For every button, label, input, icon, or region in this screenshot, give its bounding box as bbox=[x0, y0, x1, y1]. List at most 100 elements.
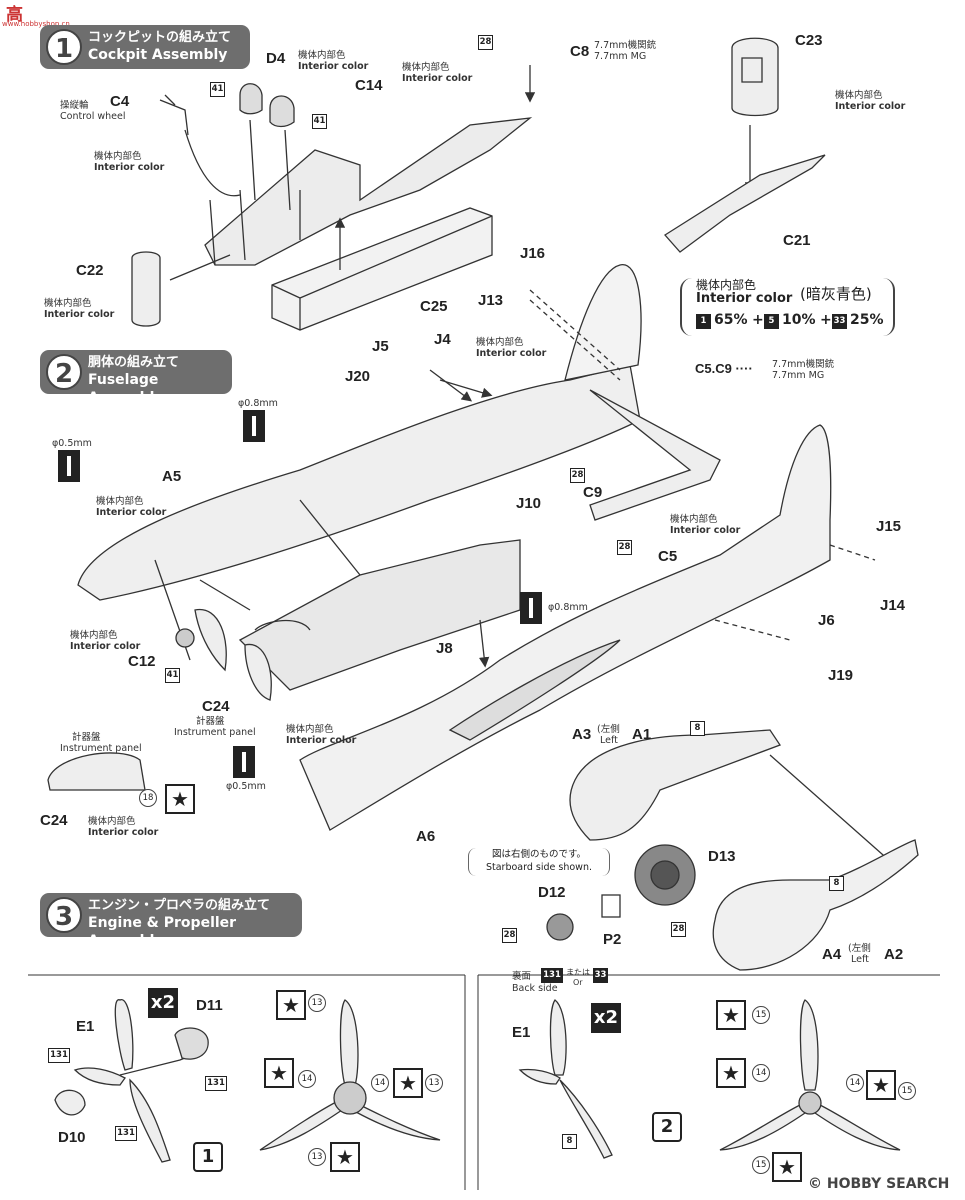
code-8-a: 8 bbox=[690, 721, 705, 736]
part-label-c9: C9 bbox=[583, 484, 603, 501]
step-2-title-en: Fuselage Assembly bbox=[88, 372, 164, 406]
variant-2-number: 2 bbox=[660, 1116, 674, 1137]
interior-note-6-jp: 機体内部色 bbox=[476, 337, 524, 348]
part-label-d4: D4 bbox=[266, 50, 286, 67]
mix-plus-1: + bbox=[752, 312, 764, 328]
decal-13-c: 13 bbox=[308, 1148, 326, 1166]
part-label-p2: P2 bbox=[603, 931, 622, 948]
code-131-a: 131 bbox=[48, 1048, 70, 1063]
part-label-j15: J15 bbox=[876, 518, 902, 535]
watermark: © HOBBY SEARCH bbox=[808, 1176, 950, 1192]
star-mark-g: ★ bbox=[716, 1058, 746, 1088]
decal-14-c: 14 bbox=[752, 1064, 770, 1082]
step-1-title-jp: コックピットの組み立て bbox=[88, 30, 232, 45]
part-label-c24-a: C24 bbox=[202, 698, 230, 715]
step-3-number: 3 bbox=[46, 897, 82, 933]
part-label-a6: A6 bbox=[416, 828, 436, 845]
part-label-j10: J10 bbox=[516, 495, 542, 512]
control-wheel-jp: 操縦輪 bbox=[60, 100, 89, 111]
interior-note-9-en: Interior color bbox=[70, 641, 141, 652]
part-label-c25: C25 bbox=[420, 298, 448, 315]
quantity-x2-b: x2 bbox=[591, 1003, 621, 1033]
step-1-banner: 1 コックピットの組み立て Cockpit Assembly bbox=[40, 25, 250, 69]
interior-note-3-jp: 機体内部色 bbox=[402, 62, 450, 73]
step-1-number: 1 bbox=[46, 29, 82, 65]
mix-code-1: 1 bbox=[696, 314, 711, 329]
interior-note-8-en: Interior color bbox=[670, 525, 741, 536]
part-label-c5: C5 bbox=[658, 548, 678, 565]
mix-color-name: (暗灰青色) bbox=[800, 285, 872, 303]
star-mark-b: ★ bbox=[276, 990, 306, 1020]
drill-icon-b bbox=[58, 450, 80, 482]
part-label-j13: J13 bbox=[478, 292, 504, 309]
code-28-c: 28 bbox=[617, 540, 632, 555]
interior-note-2-jp: 機体内部色 bbox=[298, 50, 346, 61]
star-mark-d: ★ bbox=[393, 1068, 423, 1098]
back-side-jp: 裏面 bbox=[512, 971, 532, 982]
part-label-e1-b: E1 bbox=[512, 1024, 531, 1041]
interior-color-mix-box: 機体内部色 Interior color (暗灰青色) 1 65% + 5 10… bbox=[680, 278, 895, 336]
code-33: 33 bbox=[593, 968, 608, 983]
code-131-c: 131 bbox=[115, 1126, 137, 1141]
interior-note-11-jp: 機体内部色 bbox=[88, 816, 136, 827]
part-label-e1-a: E1 bbox=[76, 1018, 95, 1035]
part-label-d13: D13 bbox=[708, 848, 736, 865]
star-mark-i: ★ bbox=[772, 1152, 802, 1182]
site-logo-url: www.hobbyshop.cn bbox=[2, 20, 70, 28]
code-131-b: 131 bbox=[205, 1076, 227, 1091]
part-label-c22: C22 bbox=[76, 262, 104, 279]
drill-icon-c bbox=[520, 592, 542, 624]
drill-note-05-b: φ0.5mm bbox=[226, 781, 266, 792]
step-2-title-jp: 胴体の組み立て bbox=[88, 355, 180, 370]
mix-pct-33: 25% bbox=[850, 312, 884, 328]
part-label-j5: J5 bbox=[372, 338, 389, 355]
part-label-j14: J14 bbox=[880, 597, 906, 614]
back-side-en: Back side bbox=[512, 983, 558, 994]
mix-plus-2: + bbox=[820, 312, 832, 328]
part-label-c4: C4 bbox=[110, 93, 130, 110]
step-3-banner: 3 エンジン・プロペラの組み立て Engine & Propeller Asse… bbox=[40, 893, 302, 949]
code-8-b: 8 bbox=[829, 876, 844, 891]
starboard-note-jp: 図は右側のものです。 bbox=[491, 849, 587, 860]
interior-note-4-jp: 機体内部色 bbox=[835, 90, 883, 101]
interior-note-4-en: Interior color bbox=[835, 101, 906, 112]
mix-title-en: Interior color bbox=[696, 291, 793, 306]
part-label-j16: J16 bbox=[520, 245, 546, 262]
or-en: Or bbox=[573, 978, 583, 987]
instrument-note-1-jp: 計器盤 bbox=[72, 732, 101, 743]
star-mark-f: ★ bbox=[716, 1000, 746, 1030]
drill-icon-d bbox=[233, 746, 255, 778]
a3-left-en: Left bbox=[600, 735, 618, 746]
part-label-d11: D11 bbox=[196, 997, 223, 1014]
variant-2-badge: 2 bbox=[652, 1112, 682, 1142]
star-mark-h: ★ bbox=[866, 1070, 896, 1100]
part-label-j8: J8 bbox=[436, 640, 453, 657]
interior-note-9-jp: 機体内部色 bbox=[70, 630, 118, 641]
control-wheel-en: Control wheel bbox=[60, 111, 126, 122]
site-logo-text: 高 bbox=[6, 5, 23, 25]
star-mark-e: ★ bbox=[330, 1142, 360, 1172]
part-label-c14: C14 bbox=[355, 77, 383, 94]
interior-note-2-en: Interior color bbox=[298, 61, 369, 72]
part-label-a3: A3 bbox=[572, 726, 592, 743]
interior-note-7-en: Interior color bbox=[96, 507, 167, 518]
step-2-banner: 2 胴体の組み立て Fuselage Assembly bbox=[40, 350, 232, 406]
decal-14-b: 14 bbox=[371, 1074, 389, 1092]
part-label-a5: A5 bbox=[162, 468, 182, 485]
code-131-d: 131 bbox=[541, 968, 563, 983]
part-label-c12: C12 bbox=[128, 653, 156, 670]
mg-note-1-jp: 7.7mm機関銃 bbox=[594, 40, 657, 51]
part-label-c21: C21 bbox=[783, 232, 811, 249]
interior-note-10-jp: 機体内部色 bbox=[286, 724, 334, 735]
interior-note-1-jp: 機体内部色 bbox=[94, 151, 142, 162]
star-mark-a: ★ bbox=[165, 784, 195, 814]
step-2-number: 2 bbox=[46, 354, 82, 390]
part-label-a4: A4 bbox=[822, 946, 842, 963]
interior-note-6-en: Interior color bbox=[476, 348, 547, 359]
interior-note-10-en: Interior color bbox=[286, 735, 357, 746]
interior-note-5-en: Interior color bbox=[44, 309, 115, 320]
part-label-c24-b: C24 bbox=[40, 812, 68, 829]
code-28-a: 28 bbox=[478, 35, 493, 50]
drill-note-08-a: φ0.8mm bbox=[238, 398, 278, 409]
